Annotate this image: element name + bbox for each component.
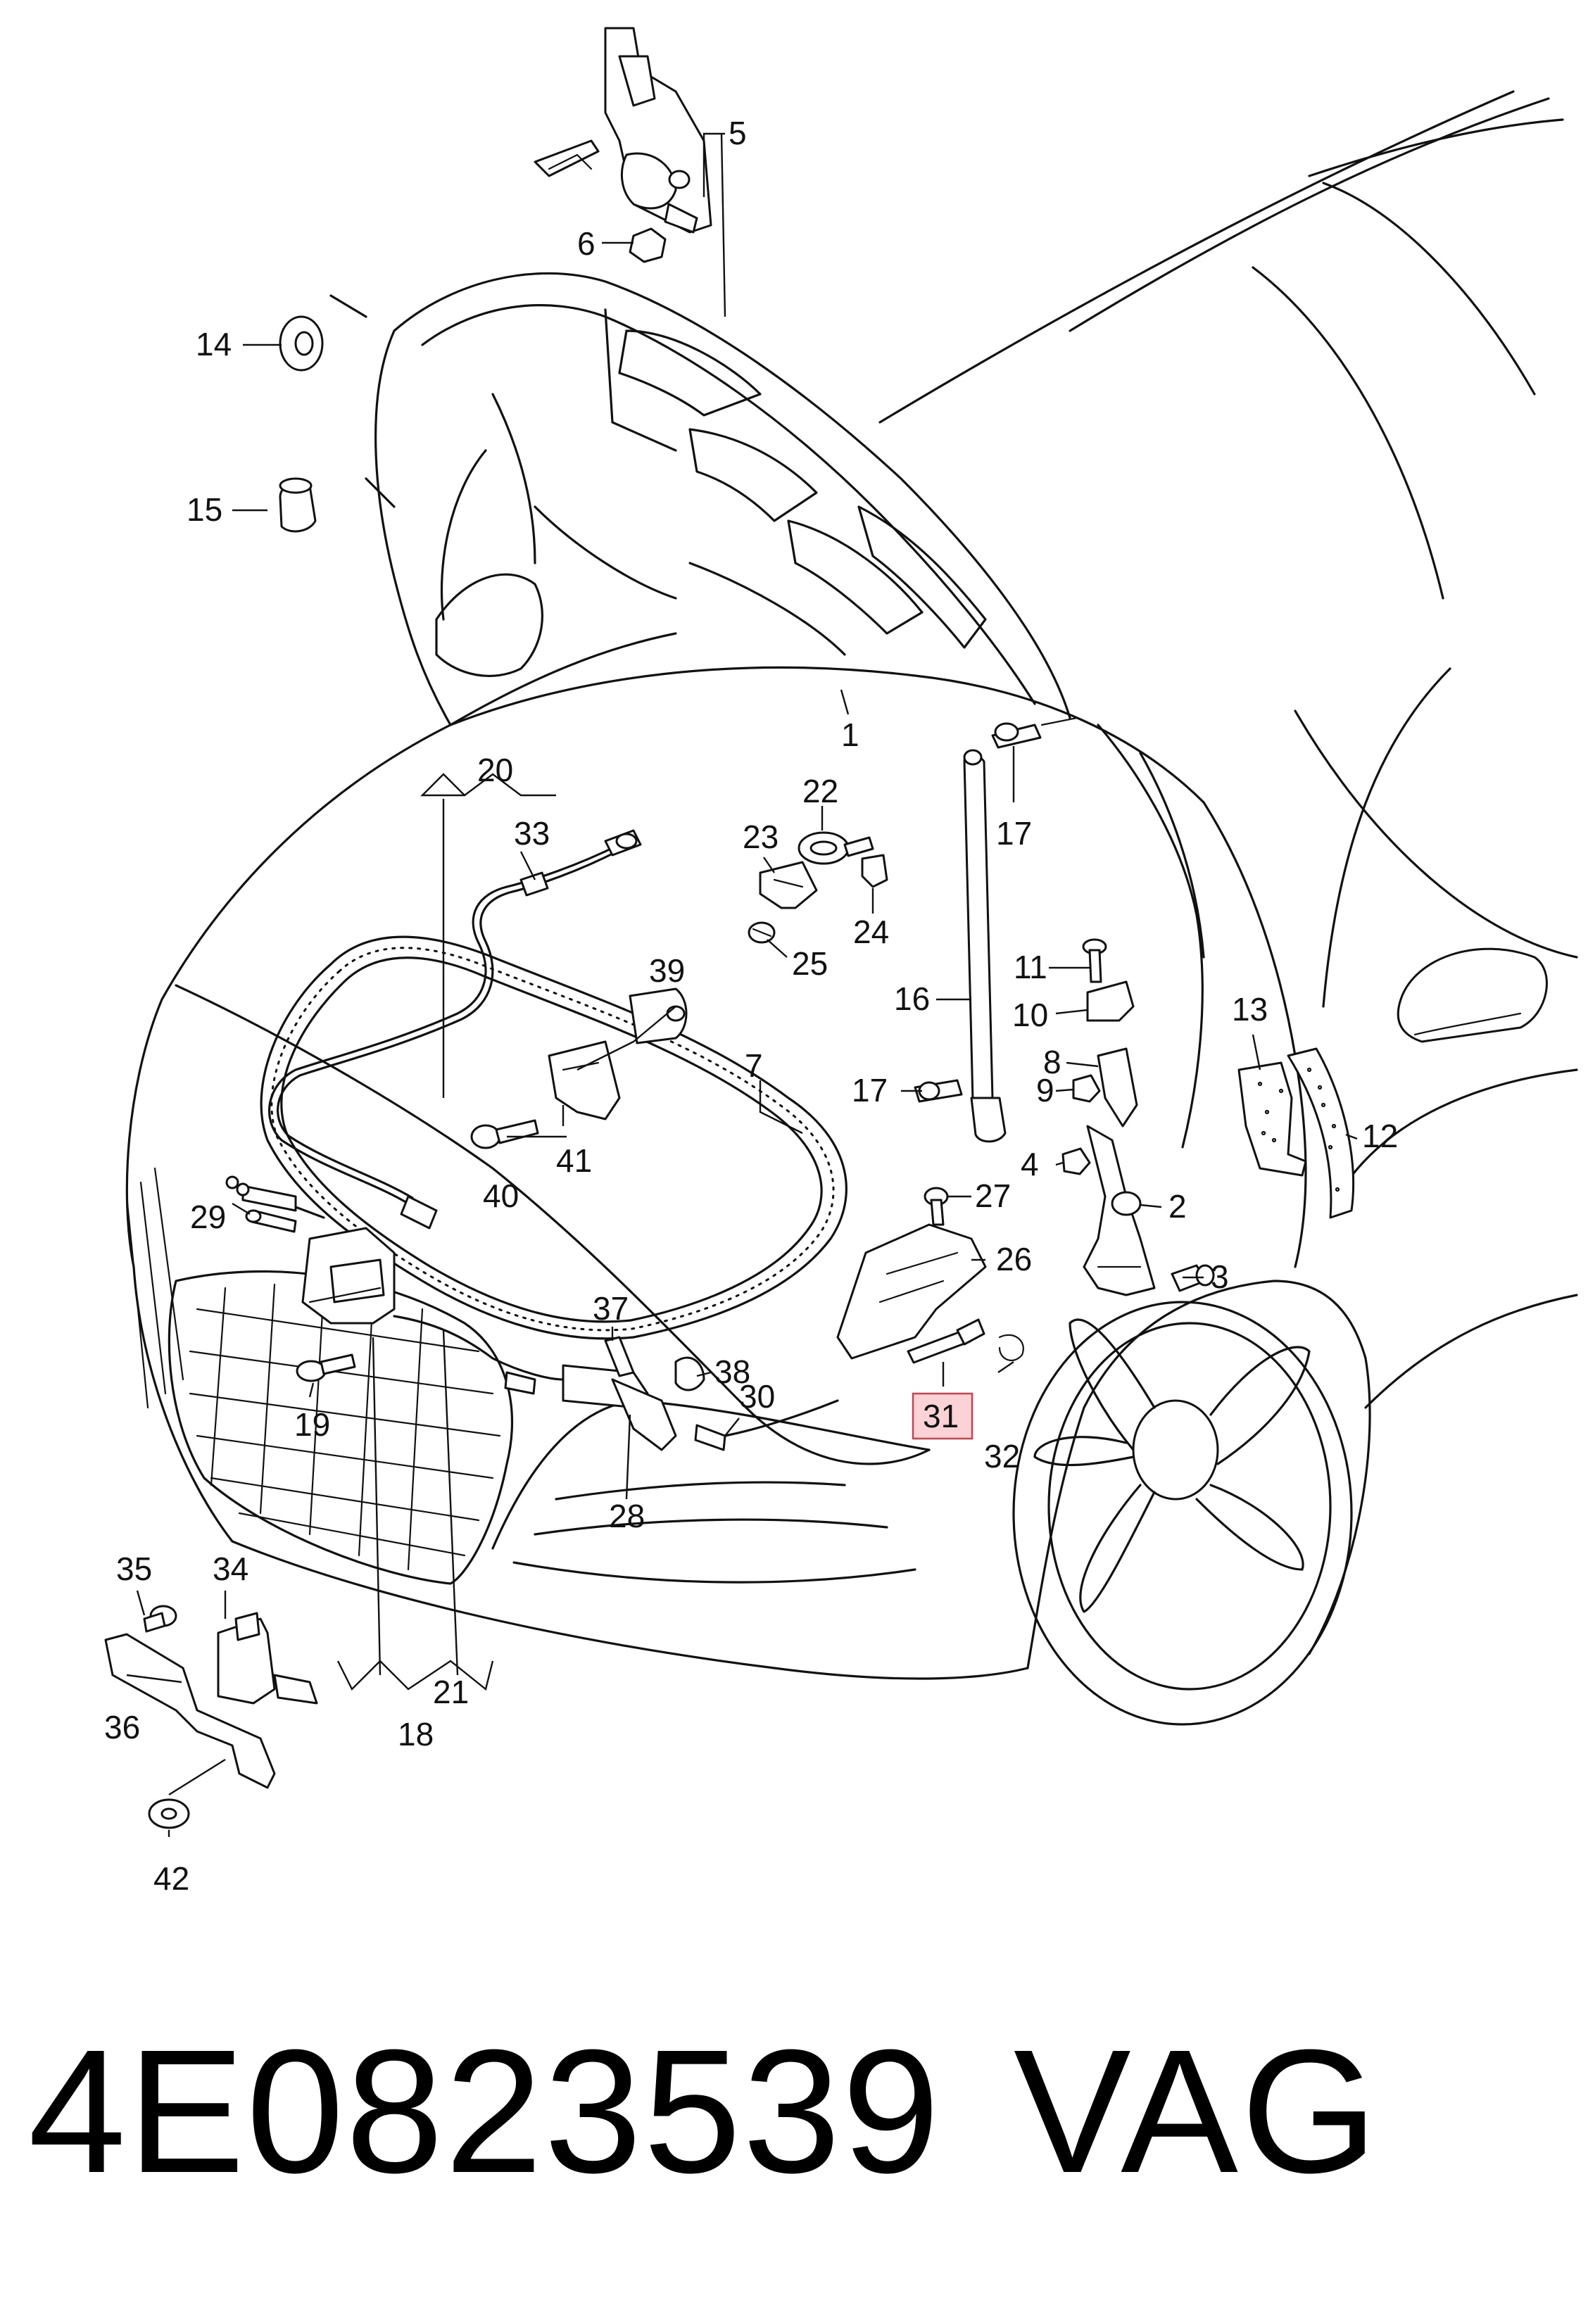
part-8-bracket bbox=[1097, 1047, 1138, 1128]
part-27-bolt bbox=[924, 1187, 949, 1226]
hood-seal-7 bbox=[260, 935, 847, 1340]
callout-30[interactable]: 30 bbox=[739, 1378, 775, 1415]
callout-39[interactable]: 39 bbox=[649, 952, 685, 989]
callout-4[interactable]: 4 bbox=[1021, 1146, 1039, 1182]
part-10-bracket bbox=[1086, 980, 1135, 1022]
callout-38[interactable]: 38 bbox=[714, 1353, 750, 1390]
callout-28[interactable]: 28 bbox=[609, 1498, 645, 1534]
callout-13[interactable]: 13 bbox=[1232, 991, 1268, 1028]
part-12-bracket bbox=[1287, 1047, 1355, 1219]
callout-15[interactable]: 15 bbox=[187, 491, 222, 528]
callout-labels: 1 2 3 4 5 6 7 8 9 10 11 12 13 14 15 16 1… bbox=[104, 115, 1398, 1897]
part-32-cable-tie bbox=[998, 1334, 1024, 1361]
part-11-bolt bbox=[1082, 938, 1107, 983]
callout-35[interactable]: 35 bbox=[116, 1551, 152, 1587]
front-wheel bbox=[1012, 1301, 1353, 1726]
hood-inner-panel bbox=[329, 272, 1071, 726]
callout-37[interactable]: 37 bbox=[593, 1290, 629, 1327]
exploded-parts-diagram: 1 2 3 4 5 6 7 8 9 10 11 12 13 14 15 16 1… bbox=[104, 27, 1578, 1897]
part-30-cable-end bbox=[694, 1424, 726, 1451]
part-42-washer bbox=[148, 1798, 190, 1829]
callout-7[interactable]: 7 bbox=[745, 1047, 763, 1084]
callout-34[interactable]: 34 bbox=[213, 1551, 248, 1587]
part-13-bracket bbox=[1237, 1061, 1307, 1177]
callout-33[interactable]: 33 bbox=[514, 815, 550, 852]
part-31-microswitch bbox=[907, 1318, 985, 1364]
part-18-lock bbox=[301, 1227, 396, 1325]
callout-11[interactable]: 11 bbox=[1014, 949, 1047, 985]
part-40-bolt bbox=[470, 1119, 539, 1149]
part-23-bracket bbox=[759, 861, 818, 909]
callout-32[interactable]: 32 bbox=[984, 1438, 1020, 1474]
part-5-hood-lock bbox=[534, 27, 712, 234]
release-cable-assembly bbox=[225, 829, 839, 1437]
callout-3[interactable]: 3 bbox=[1211, 1258, 1229, 1295]
part-17-ball-stud-lower bbox=[914, 1079, 963, 1103]
callout-19[interactable]: 19 bbox=[294, 1406, 330, 1443]
callout-21[interactable]: 21 bbox=[433, 1674, 469, 1710]
part-17-ball-stud-upper bbox=[991, 716, 1078, 749]
callout-26[interactable]: 26 bbox=[996, 1241, 1032, 1277]
leader-lines bbox=[126, 132, 1358, 1837]
part-2-hinge bbox=[1083, 1125, 1156, 1296]
callout-31[interactable]: 31 bbox=[923, 1398, 959, 1434]
callout-17-upper[interactable]: 17 bbox=[996, 815, 1032, 852]
callout-9[interactable]: 9 bbox=[1036, 1072, 1054, 1109]
callout-36[interactable]: 36 bbox=[104, 1709, 140, 1745]
part-19-bolt bbox=[296, 1353, 356, 1382]
callout-12[interactable]: 12 bbox=[1362, 1118, 1398, 1154]
callout-17-lower[interactable]: 17 bbox=[852, 1072, 888, 1109]
part-22-eye-bolt bbox=[798, 831, 874, 865]
callout-40[interactable]: 40 bbox=[483, 1177, 519, 1214]
callout-2[interactable]: 2 bbox=[1168, 1188, 1187, 1225]
callout-5[interactable]: 5 bbox=[729, 115, 747, 151]
callout-16[interactable]: 16 bbox=[894, 980, 930, 1017]
part-36-bracket bbox=[104, 1633, 276, 1789]
callout-20[interactable]: 20 bbox=[477, 752, 513, 788]
part-29-cable-pin bbox=[245, 1209, 297, 1233]
part-35-bolt bbox=[143, 1605, 177, 1633]
callout-42[interactable]: 42 bbox=[153, 1860, 189, 1897]
part-15-buffer bbox=[279, 477, 317, 533]
part-39-cover bbox=[629, 987, 688, 1044]
car-body-outline bbox=[125, 90, 1578, 1680]
part-26-lock-bracket bbox=[836, 1223, 987, 1360]
callout-25[interactable]: 25 bbox=[792, 945, 828, 982]
part-25-screw bbox=[748, 921, 776, 944]
callout-1[interactable]: 1 bbox=[841, 716, 859, 753]
callout-14[interactable]: 14 bbox=[196, 326, 232, 362]
brand-name: VAG bbox=[1014, 2013, 1381, 2209]
highlight-box-31 bbox=[912, 1392, 973, 1440]
callout-27[interactable]: 27 bbox=[975, 1177, 1011, 1214]
part-37-connector bbox=[604, 1336, 635, 1377]
callout-23[interactable]: 23 bbox=[743, 819, 779, 855]
callout-6[interactable]: 6 bbox=[577, 225, 596, 262]
callout-18[interactable]: 18 bbox=[398, 1716, 434, 1753]
part-4-nut bbox=[1061, 1147, 1091, 1175]
callout-24[interactable]: 24 bbox=[853, 914, 889, 950]
part-6-nut bbox=[629, 227, 667, 263]
part-24-clip bbox=[861, 854, 888, 888]
callout-10[interactable]: 10 bbox=[1012, 997, 1048, 1033]
footer: 4E0823539 VAG bbox=[28, 2006, 1563, 2238]
part-41-holder bbox=[548, 1040, 621, 1120]
part-16-gas-strut bbox=[963, 749, 1007, 1143]
part-14-grommet bbox=[279, 315, 324, 372]
callout-22[interactable]: 22 bbox=[802, 773, 838, 809]
callout-8[interactable]: 8 bbox=[1043, 1044, 1061, 1080]
callout-41[interactable]: 41 bbox=[556, 1142, 592, 1179]
part-34-switch bbox=[217, 1612, 318, 1705]
part-9-nut bbox=[1072, 1074, 1101, 1103]
callout-29[interactable]: 29 bbox=[190, 1199, 226, 1235]
part-38-clip bbox=[674, 1356, 705, 1391]
part-number: 4E0823539 bbox=[28, 2013, 942, 2209]
part-28-cable-housing bbox=[562, 1364, 677, 1451]
